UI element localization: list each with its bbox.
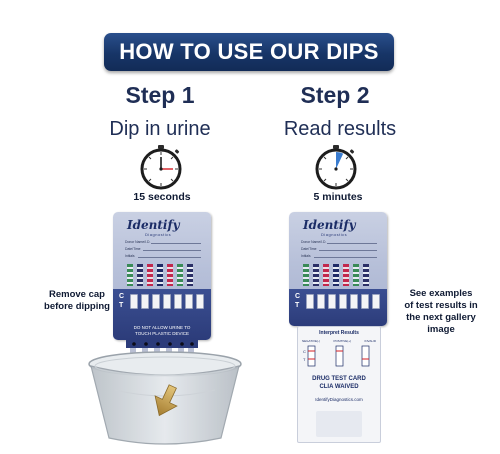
right-note: See examples of test results in the next… xyxy=(384,288,498,336)
right-note-line3: the next gallery xyxy=(406,312,476,323)
card-field-donor: Donor Name/I.D. xyxy=(125,240,151,244)
right-note-line2: of test results in xyxy=(404,300,478,311)
drug-label-strip xyxy=(177,264,183,286)
result-window xyxy=(141,294,149,309)
legend-invalid: INVALID xyxy=(364,339,376,343)
drug-label-strip xyxy=(137,264,143,286)
card-brand: Identify xyxy=(127,218,180,232)
legend-positive: POSITIVE(+) xyxy=(333,339,352,343)
result-window xyxy=(317,294,325,309)
drug-label-strip xyxy=(187,264,193,286)
step1-title: Step 1 xyxy=(125,82,195,108)
card-footer xyxy=(113,289,211,340)
result-examples: C T xyxy=(303,345,370,367)
banner-title: HOW TO USE OUR DIPS xyxy=(119,39,379,64)
drug-label-strip xyxy=(323,264,329,286)
card-brand-sub: Diagnostics xyxy=(321,232,348,237)
result-window xyxy=(328,294,336,309)
card-field-donor: Donor Name/I.D. xyxy=(301,240,327,244)
result-window xyxy=(185,294,193,309)
card-t-label: T xyxy=(119,302,124,309)
card-brand: Identify xyxy=(303,218,356,232)
result-window xyxy=(306,294,314,309)
drug-label-strip xyxy=(147,264,153,286)
stopwatch-icon xyxy=(140,145,182,190)
result-window xyxy=(372,294,380,309)
result-window xyxy=(174,294,182,309)
interpret-label: Interpret Results NEGATIVE(-) POSITIVE(+… xyxy=(297,326,381,443)
step1-subtitle: Dip in urine xyxy=(109,118,211,140)
left-note-line1: Remove cap xyxy=(49,289,105,300)
card-warning-line1: DO NOT ALLOW URINE TO xyxy=(133,325,191,330)
step2-title: Step 2 xyxy=(300,82,370,108)
svg-text:C: C xyxy=(303,349,306,354)
test-card-step2: Identify Diagnostics Donor Name/I.D. Dat… xyxy=(289,212,387,326)
right-note-line1: See examples xyxy=(409,288,473,299)
drug-label-strip xyxy=(343,264,349,286)
card-brand-sub: Diagnostics xyxy=(145,232,172,237)
card-field-date: Date/Time xyxy=(301,247,317,251)
left-note-line2: before dipping xyxy=(44,301,110,312)
drug-label-strip xyxy=(157,264,163,286)
step1-time-label: 15 seconds xyxy=(133,191,191,203)
down-arrow-icon xyxy=(154,384,178,417)
card-warning-line2: TOUCH PLASTIC DEVICE xyxy=(135,330,189,336)
result-window xyxy=(130,294,138,309)
card-url: IdentifyDiagnostics.com xyxy=(315,397,363,402)
stopwatch-icon xyxy=(315,145,357,190)
drug-label-strip xyxy=(353,264,359,286)
svg-text:T: T xyxy=(303,357,306,362)
interpret-title: Interpret Results xyxy=(319,330,359,336)
drug-card-line2: CLIA WAIVED xyxy=(319,384,359,390)
drug-label-strip xyxy=(167,264,173,286)
drug-card-text: DRUG TEST CARD CLIA WAIVED xyxy=(298,375,380,391)
drug-label-strip xyxy=(127,264,133,286)
card-warning: DO NOT ALLOW URINE TO TOUCH PLASTIC DEVI… xyxy=(113,325,211,336)
result-window xyxy=(152,294,160,309)
result-window xyxy=(196,294,204,309)
legend-negative: NEGATIVE(-) xyxy=(302,339,320,343)
card-t-label: T xyxy=(295,302,300,309)
card-tab xyxy=(316,411,362,437)
how-to-banner: HOW TO USE OUR DIPS xyxy=(104,33,394,71)
result-window xyxy=(339,294,347,309)
step2-time-label: 5 minutes xyxy=(313,191,363,203)
result-window xyxy=(361,294,369,309)
result-window xyxy=(163,294,171,309)
card-footer xyxy=(289,289,387,326)
step2-subtitle: Read results xyxy=(283,118,397,140)
card-field-initials: Initials xyxy=(125,254,135,258)
card-c-label: C xyxy=(295,293,301,300)
right-note-line4: image xyxy=(427,324,455,335)
test-card-step1: Identify Diagnostics Donor Name/I.D. Dat… xyxy=(113,212,211,340)
drug-label-strip xyxy=(313,264,319,286)
left-note: Remove cap before dipping xyxy=(22,289,132,313)
drug-label-strip xyxy=(303,264,309,286)
card-c-label: C xyxy=(119,293,125,300)
drug-label-strip xyxy=(333,264,339,286)
card-field-date: Date/Time xyxy=(125,247,141,251)
result-window xyxy=(350,294,358,309)
drug-label-strip xyxy=(363,264,369,286)
card-field-initials: Initials xyxy=(301,254,311,258)
drug-card-line1: DRUG TEST CARD xyxy=(312,376,366,382)
